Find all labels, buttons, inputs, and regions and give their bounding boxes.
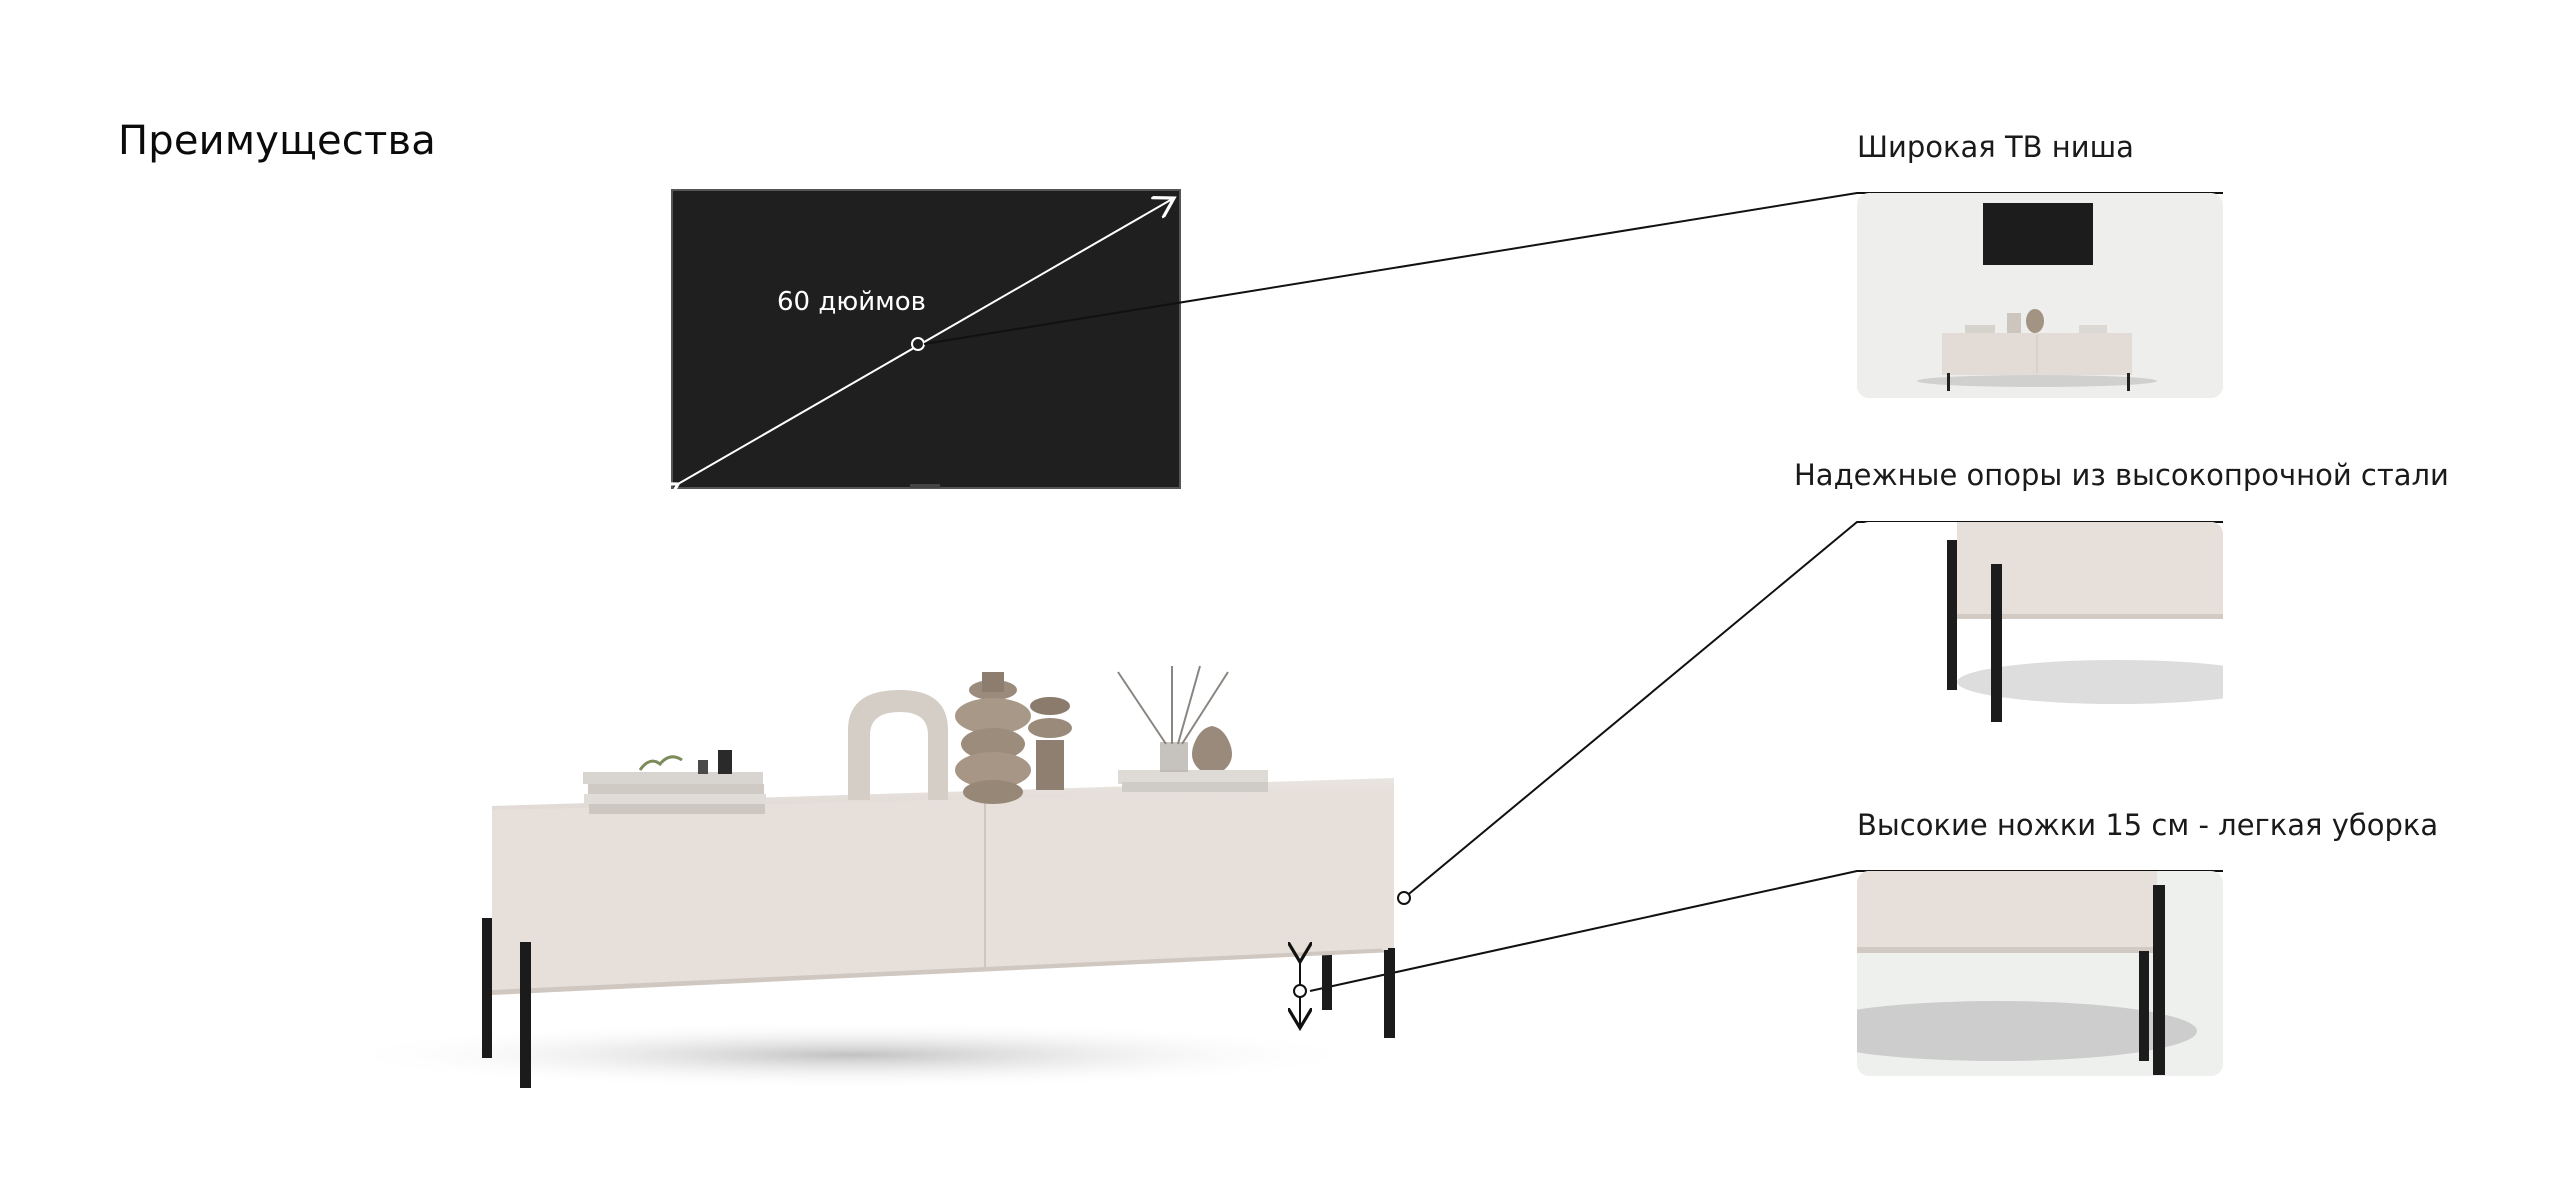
feature-title-tv-niche: Широкая ТВ ниша [1857,130,2134,164]
feature-title-steel-legs: Надежные опоры из высокопрочной стали [1794,458,2449,492]
page-title: Преимущества [118,118,436,164]
tv-cabinet [482,665,1395,1088]
height-indicator [1294,962,1306,1028]
steel-legs-thumbnail [1857,522,2223,727]
tv [672,189,1181,488]
feature-title-high-legs: Высокие ножки 15 см - легкая уборка [1857,808,2439,842]
high-legs-thumbnail [1857,871,2223,1076]
leg-callout-point [1397,891,1411,905]
tv-diagonal-arrow [678,198,1174,484]
tv-niche-thumbnail [1857,193,2223,398]
tv-size-label: 60 дюймов [777,287,926,317]
